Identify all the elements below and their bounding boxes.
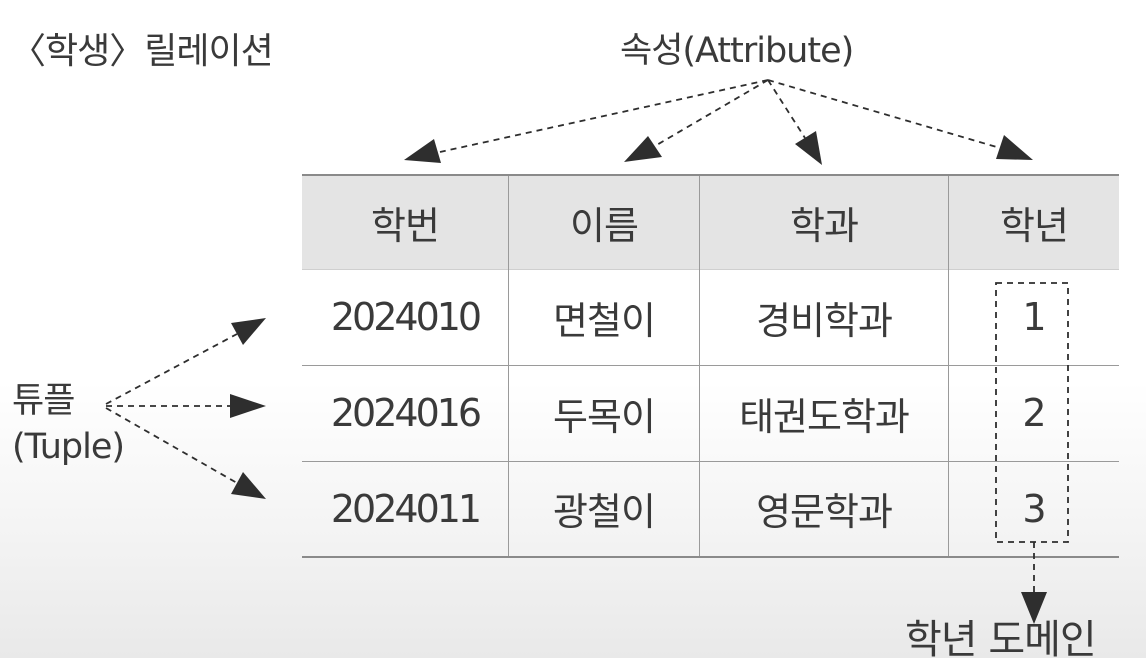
table-cell-grade: 2 bbox=[948, 364, 1119, 461]
relation-table: 학번 이름 학과 학년 2024010 면철이 경비학과 1 2024016 두… bbox=[302, 174, 1119, 558]
relation-title: 〈학생〉릴레이션 bbox=[10, 31, 274, 72]
attribute-arrow-line-name bbox=[654, 79, 769, 147]
domain-arrowhead bbox=[1021, 592, 1047, 624]
tuple-label-korean: 튜플 bbox=[12, 381, 75, 421]
column-header-name: 이름 bbox=[508, 174, 700, 269]
tuple-arrow-line-row1 bbox=[105, 333, 238, 405]
attribute-arrow-line-department bbox=[767, 79, 806, 139]
table-row: 2024016 두목이 태권도학과 2 bbox=[302, 364, 1119, 461]
column-header-student-id: 학번 bbox=[302, 174, 509, 269]
attribute-arrowhead-name bbox=[624, 136, 662, 162]
column-header-department: 학과 bbox=[699, 174, 949, 269]
attribute-arrow-line-grade bbox=[767, 79, 1001, 149]
table-cell-department: 태권도학과 bbox=[699, 364, 949, 461]
attribute-arrowhead-department bbox=[795, 131, 822, 165]
tuple-arrowhead-row2 bbox=[230, 394, 266, 418]
table-cell-grade: 3 bbox=[948, 460, 1119, 558]
attribute-arrow-line-student-id bbox=[439, 79, 769, 153]
table-cell-student-id: 2024011 bbox=[302, 460, 509, 558]
tuple-arrowhead-row3 bbox=[231, 472, 266, 499]
table-cell-name: 면철이 bbox=[508, 268, 700, 365]
table-cell-department: 경비학과 bbox=[699, 268, 949, 365]
attribute-arrowhead-student-id bbox=[404, 139, 441, 163]
table-cell-grade: 1 bbox=[948, 268, 1119, 365]
attribute-label: 속성(Attribute) bbox=[620, 31, 854, 71]
table-cell-student-id: 2024016 bbox=[302, 364, 509, 461]
table-cell-name: 두목이 bbox=[508, 364, 700, 461]
attribute-arrowhead-grade bbox=[996, 135, 1033, 160]
table-cell-student-id: 2024010 bbox=[302, 268, 509, 365]
tuple-arrowhead-row1 bbox=[231, 318, 266, 345]
tuple-label-english: (Tuple) bbox=[12, 427, 125, 467]
table-header-row: 학번 이름 학과 학년 bbox=[302, 174, 1119, 269]
grade-domain-box bbox=[995, 282, 1069, 543]
table-cell-name: 광철이 bbox=[508, 460, 700, 558]
tuple-arrow-line-row3 bbox=[105, 407, 238, 484]
table-row: 2024010 면철이 경비학과 1 bbox=[302, 268, 1119, 365]
table-cell-department: 영문학과 bbox=[699, 460, 949, 558]
column-header-grade: 학년 bbox=[948, 174, 1119, 269]
table-row: 2024011 광철이 영문학과 3 bbox=[302, 460, 1119, 558]
domain-label: 학년 도메인 bbox=[905, 617, 1097, 663]
